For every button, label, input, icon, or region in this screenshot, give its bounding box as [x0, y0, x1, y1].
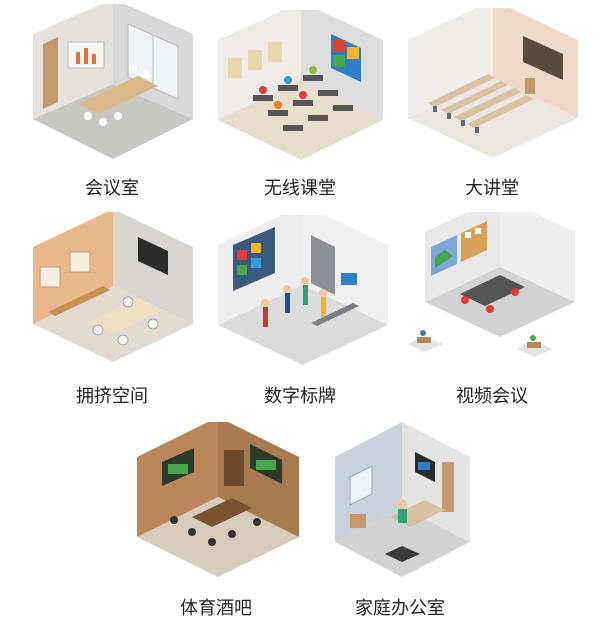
meeting-room-illustration: [28, 4, 198, 164]
room-label-video-conference: 视频会议: [456, 386, 528, 407]
digital-signage-illustration: [213, 215, 391, 370]
room-label-lecture-hall: 大讲堂: [465, 178, 519, 199]
room-label-huddle-space: 拥挤空间: [76, 386, 148, 407]
room-label-sports-bar: 体育酒吧: [180, 598, 252, 619]
room-label-meeting-room: 会议室: [85, 178, 139, 199]
room-label-wireless-classroom: 无线课堂: [264, 178, 336, 199]
wireless-classroom-illustration: [213, 10, 388, 165]
sports-bar-illustration: [132, 422, 304, 582]
home-office-illustration: [330, 422, 475, 582]
huddle-space-illustration: [28, 212, 198, 367]
lecture-hall-illustration: [403, 8, 581, 163]
room-label-digital-signage: 数字标牌: [264, 386, 336, 407]
video-conference-illustration: [405, 212, 577, 372]
room-label-home-office: 家庭办公室: [355, 598, 445, 619]
